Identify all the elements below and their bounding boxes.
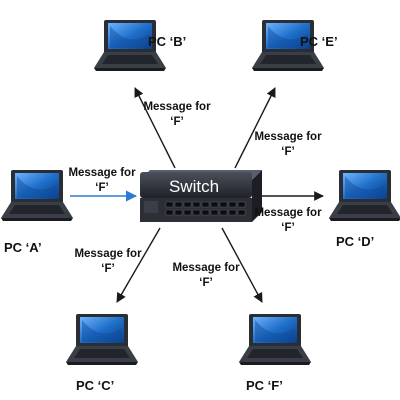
pc-e-label: PC ‘E’	[300, 34, 338, 49]
laptop-icon-d	[329, 170, 400, 221]
message-label-e: Message for ‘F’	[254, 131, 322, 158]
switch-icon	[140, 170, 262, 222]
message-d-line1: Message for	[254, 207, 322, 219]
laptop-icon-f	[239, 314, 311, 365]
laptop-icon-c	[66, 314, 138, 365]
message-c-line2: ‘F’	[101, 263, 114, 275]
laptop-icon-a	[1, 170, 73, 221]
message-a-line1: Message for	[68, 167, 136, 179]
message-label-b: Message for ‘F’	[143, 101, 211, 128]
pc-d-label: PC ‘D’	[336, 234, 374, 249]
message-e-line2: ‘F’	[281, 146, 294, 158]
message-a-line2: ‘F’	[95, 182, 108, 194]
pc-f-label: PC ‘F’	[246, 378, 283, 393]
message-f-line2: ‘F’	[199, 277, 212, 289]
arrow-to-b	[134, 87, 176, 169]
pc-b-label: PC ‘B’	[148, 34, 186, 49]
pc-a-label: PC ‘A’	[4, 240, 42, 255]
pc-c-label: PC ‘C’	[76, 378, 114, 393]
message-label-d: Message for ‘F’	[254, 207, 322, 234]
message-b-line2: ‘F’	[170, 116, 183, 128]
message-c-line1: Message for	[74, 248, 142, 260]
message-e-line1: Message for	[254, 131, 322, 143]
switch-label: Switch	[169, 177, 219, 196]
arrow-to-e	[234, 87, 276, 169]
message-label-f: Message for ‘F’	[172, 262, 240, 289]
message-f-line1: Message for	[172, 262, 240, 274]
message-d-line2: ‘F’	[281, 222, 294, 234]
message-label-a: Message for ‘F’	[68, 167, 136, 194]
message-b-line1: Message for	[143, 101, 211, 113]
arrow-to-f	[221, 227, 263, 303]
arrow-to-c	[116, 227, 161, 303]
message-label-c: Message for ‘F’	[74, 248, 142, 275]
